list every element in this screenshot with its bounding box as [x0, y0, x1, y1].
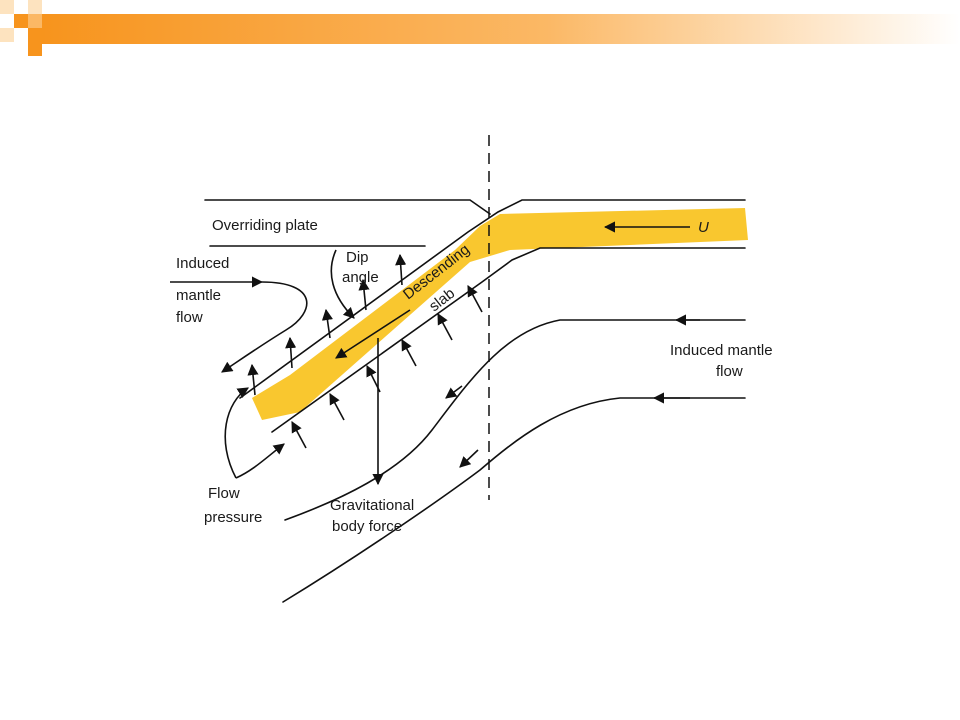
header-square — [28, 0, 42, 14]
header-gradient-strip — [42, 14, 960, 44]
overriding-plate-label: Overriding plate — [212, 217, 318, 234]
flow-pressure-label: Flow — [208, 485, 240, 502]
induced-flow-streamline-1 — [284, 319, 746, 521]
induced-flow-right-label: flow — [716, 363, 743, 380]
slab-top-edge — [239, 199, 746, 399]
induced-flow-streamline-2 — [282, 397, 746, 603]
induced-flow-left-label: Induced — [176, 255, 229, 272]
gravitational-force-label: body force — [332, 518, 402, 535]
dip-angle-arc — [330, 249, 355, 319]
flow-pressure-leader-2 — [235, 443, 285, 479]
flow-pressure-arrows-upper — [247, 253, 407, 396]
flow-pressure-label: pressure — [204, 509, 262, 526]
overriding-plate-top — [204, 199, 491, 215]
header-square — [0, 0, 14, 14]
header-square — [28, 14, 42, 28]
slide-header-bar — [0, 0, 960, 56]
induced-flow-left-label: flow — [176, 309, 203, 326]
induced-flow-left-curve — [221, 281, 308, 373]
slab-bottom-edge — [271, 247, 746, 433]
induced-flow-left-label: mantle — [176, 287, 221, 304]
dip-angle-label: Dip — [346, 249, 369, 266]
header-square — [28, 42, 42, 56]
slab-pull-arrow — [335, 309, 411, 359]
gravitational-force-label: Gravitational — [330, 497, 414, 514]
flow-pressure-leader-1 — [224, 387, 249, 479]
header-square — [28, 28, 42, 42]
dip-angle-label: angle — [342, 269, 379, 286]
slab-highlight — [252, 208, 748, 420]
header-square — [14, 14, 28, 28]
induced-flow-arrow-3 — [445, 385, 463, 399]
induced-flow-right-label: Induced mantle — [670, 342, 773, 359]
induced-flow-arrow-4 — [459, 449, 479, 468]
header-square — [0, 28, 14, 42]
velocity-label: U — [698, 219, 709, 236]
